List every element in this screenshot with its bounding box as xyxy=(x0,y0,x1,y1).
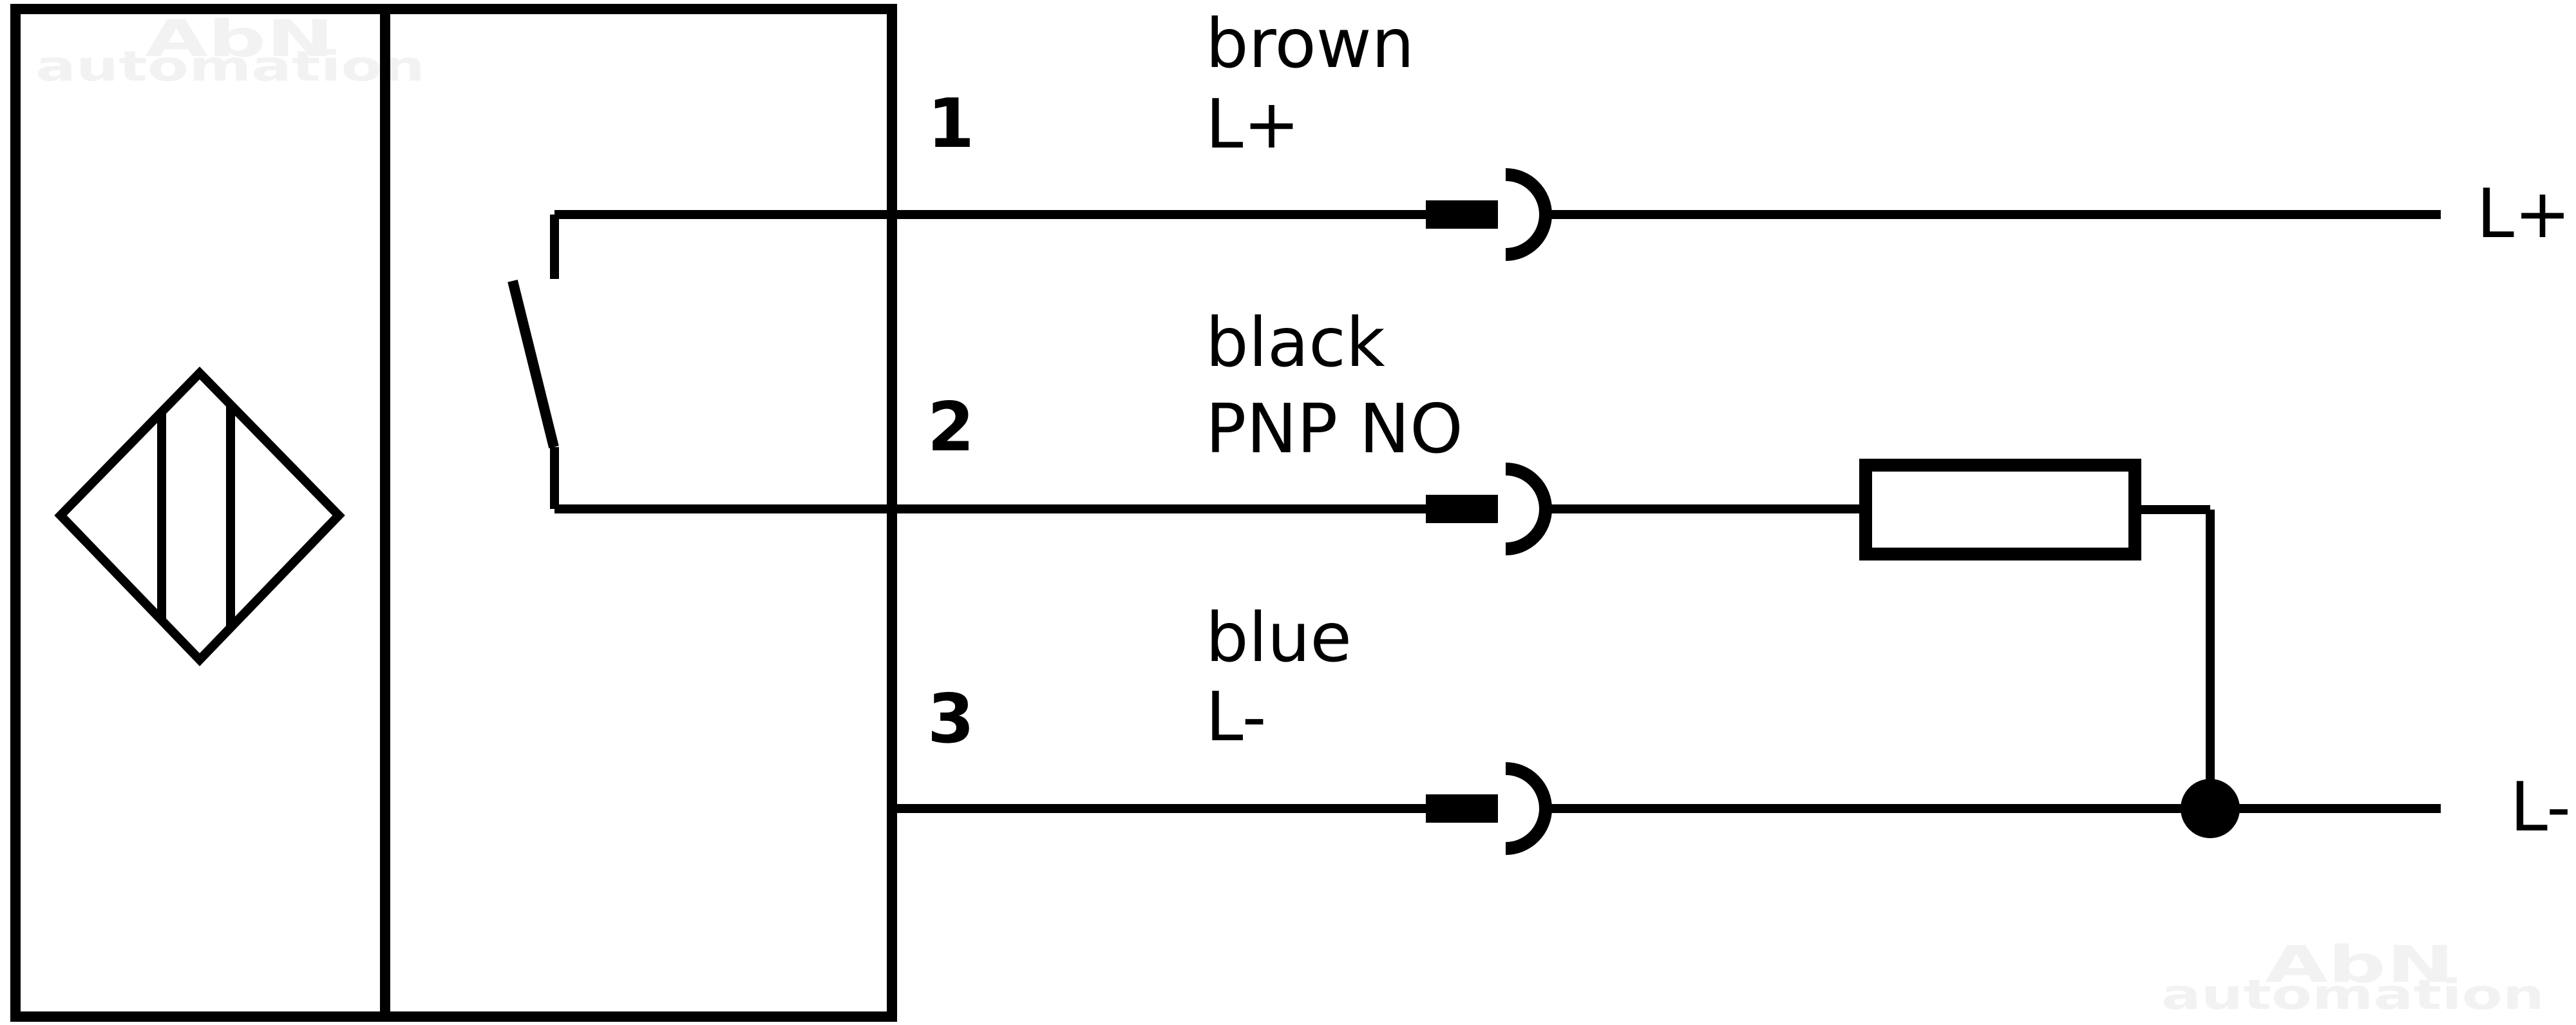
watermark-abn-text: AbN xyxy=(145,10,334,68)
wire-3-blue xyxy=(887,762,2441,855)
wire-1-plug-icon xyxy=(1426,200,1498,229)
wire-2-plug-icon xyxy=(1426,495,1498,523)
proximity-sensor-icon xyxy=(54,366,345,667)
watermark-bottom-right: AbN automation xyxy=(2161,936,2544,1019)
wire-labels: 1 brown L+ 2 black PNP NO 3 blue L- xyxy=(927,5,1463,758)
wire-2-color-label: black xyxy=(1206,303,1385,382)
wire-3-color-label: blue xyxy=(1206,599,1352,677)
terminal-labels: L+ L- xyxy=(2477,175,2571,847)
wire-2-black xyxy=(554,459,2215,809)
wire-1-color-label: brown xyxy=(1206,5,1414,83)
wire-2-socket-icon xyxy=(1505,463,1552,555)
wire-3-signal-label: L- xyxy=(1206,678,1267,756)
switch-blade-line xyxy=(507,280,559,448)
watermark-abn-text: AbN xyxy=(2265,936,2454,994)
no-switch-contact-icon xyxy=(507,215,559,509)
terminal-l-plus-label: L+ xyxy=(2477,175,2571,253)
wire-2-signal-label: PNP NO xyxy=(1206,390,1463,468)
pin-3-number-label: 3 xyxy=(927,680,974,758)
load-resistor-icon xyxy=(1859,459,2141,560)
junction-dot-icon xyxy=(2181,779,2240,838)
wire-1-socket-icon xyxy=(1505,168,1552,261)
terminal-l-minus-label: L- xyxy=(2510,768,2571,847)
pin-2-number-label: 2 xyxy=(927,388,974,466)
watermark-automation-text: automation xyxy=(2161,972,2544,1019)
watermark-top-left: AbN automation xyxy=(35,10,425,91)
watermark-automation-text: automation xyxy=(35,43,425,91)
pin-1-number-label: 1 xyxy=(927,84,974,163)
wire-3-socket-icon xyxy=(1505,762,1552,855)
wire-1-brown xyxy=(554,168,2441,261)
sensor-diamond-icon xyxy=(54,366,345,667)
wire-1-signal-label: L+ xyxy=(1206,85,1300,164)
wire-3-plug-icon xyxy=(1426,794,1498,823)
